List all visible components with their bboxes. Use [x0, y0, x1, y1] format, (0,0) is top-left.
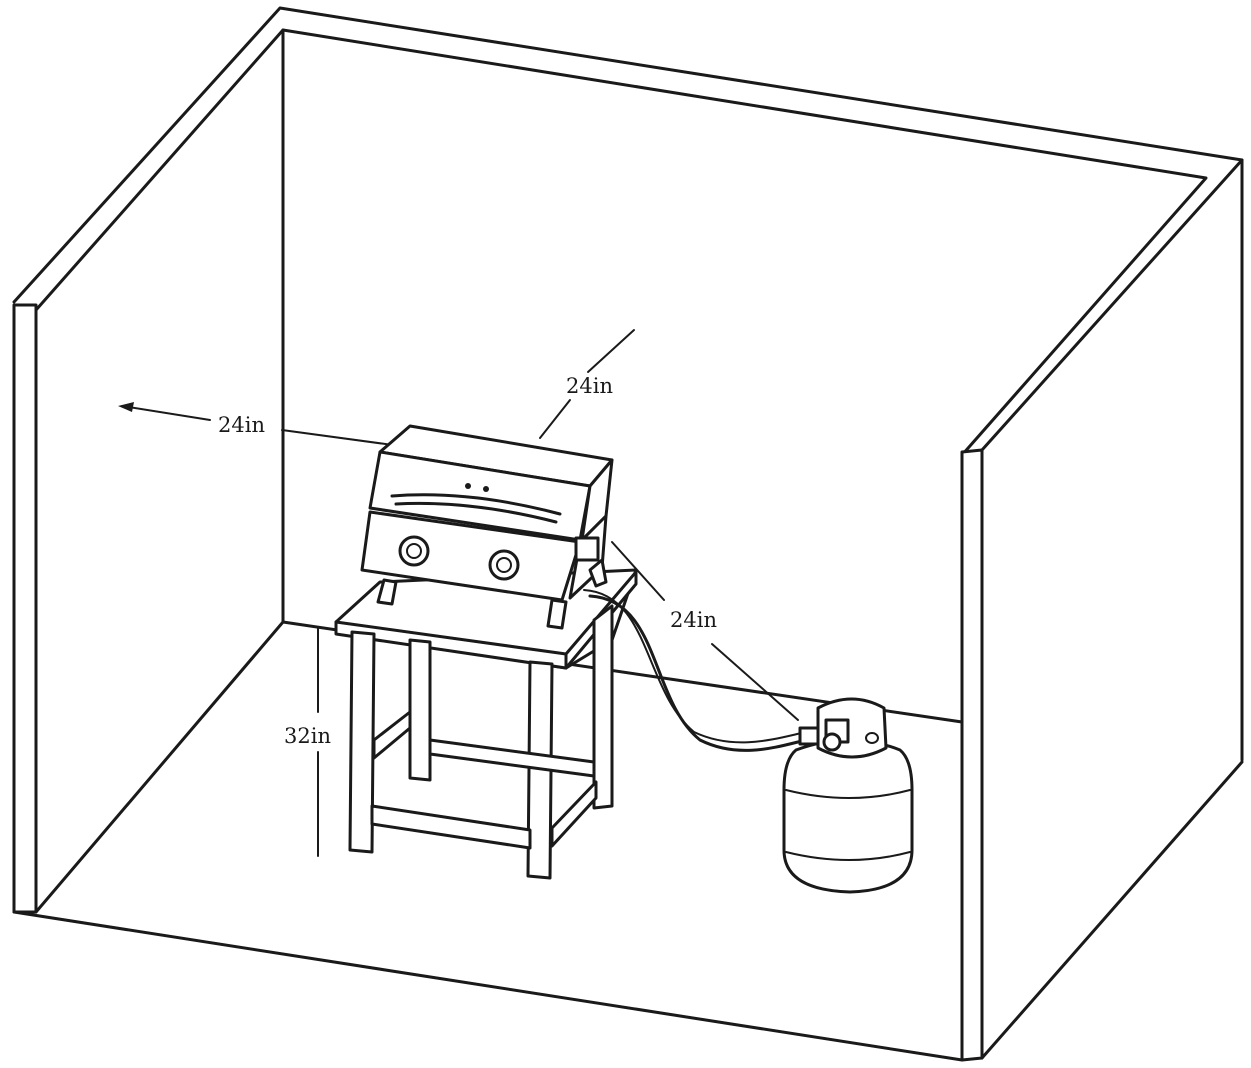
grill-handle-lower	[394, 501, 558, 524]
table-brace-left	[372, 710, 412, 760]
tank-clearance-label: 24in	[670, 608, 717, 632]
table-leg-back-right	[592, 604, 614, 810]
tank-valve-knob-icon	[822, 732, 842, 752]
back-clearance-line-2	[539, 399, 571, 439]
control-knob-right-icon	[488, 549, 520, 581]
table-rail-back	[428, 738, 596, 778]
table-rail-front	[370, 804, 532, 850]
lid-vent-dot-2	[483, 486, 489, 492]
table	[334, 568, 638, 880]
left-clearance-line	[121, 405, 211, 421]
grill-foot-front-right	[546, 598, 568, 630]
table-rail-side	[550, 780, 598, 848]
grill-foot-back-right	[588, 558, 608, 588]
table-leg-back-left	[408, 638, 432, 782]
back-clearance-label: 24in	[566, 374, 613, 398]
left-clearance-arrow-icon	[118, 402, 134, 412]
lid-vent-dot-1	[465, 483, 471, 489]
control-knob-left-icon	[398, 535, 430, 567]
table-height-label: 32in	[284, 724, 331, 748]
floor-front-edge	[12, 910, 964, 1062]
grill-regulator	[574, 536, 600, 562]
gas-hose-inner	[583, 589, 807, 744]
grill	[360, 424, 614, 630]
tank-seam-upper	[785, 789, 911, 799]
left-clearance-label: 24in	[218, 413, 265, 437]
control-knob-left-inner	[406, 543, 422, 559]
tank-collar-hole-icon	[865, 732, 879, 744]
tank-body	[782, 738, 914, 894]
dimension-lines	[118, 329, 799, 857]
control-knob-right-inner	[496, 557, 512, 573]
grill-handle	[390, 493, 562, 516]
propane-tank	[782, 697, 914, 894]
hose-connector	[798, 726, 820, 746]
back-wall-top-edge	[12, 6, 1244, 762]
floor-left-edge	[34, 620, 285, 914]
tank-clearance-line-2	[711, 643, 799, 721]
tank-clearance-line	[611, 541, 665, 601]
right-wall-end	[960, 448, 984, 1062]
right-wall-top	[980, 158, 1244, 452]
back-wall-inner-edge	[34, 28, 1208, 457]
enclosure	[12, 6, 1244, 1062]
table-leg-front-left	[348, 630, 376, 854]
back-clearance-line	[587, 329, 635, 373]
floor-right-edge	[980, 760, 1244, 1060]
left-clearance-line-2	[281, 429, 401, 447]
grill-foot-front-left	[376, 578, 398, 606]
tank-seam-lower	[785, 851, 911, 861]
left-wall-end	[12, 303, 38, 914]
